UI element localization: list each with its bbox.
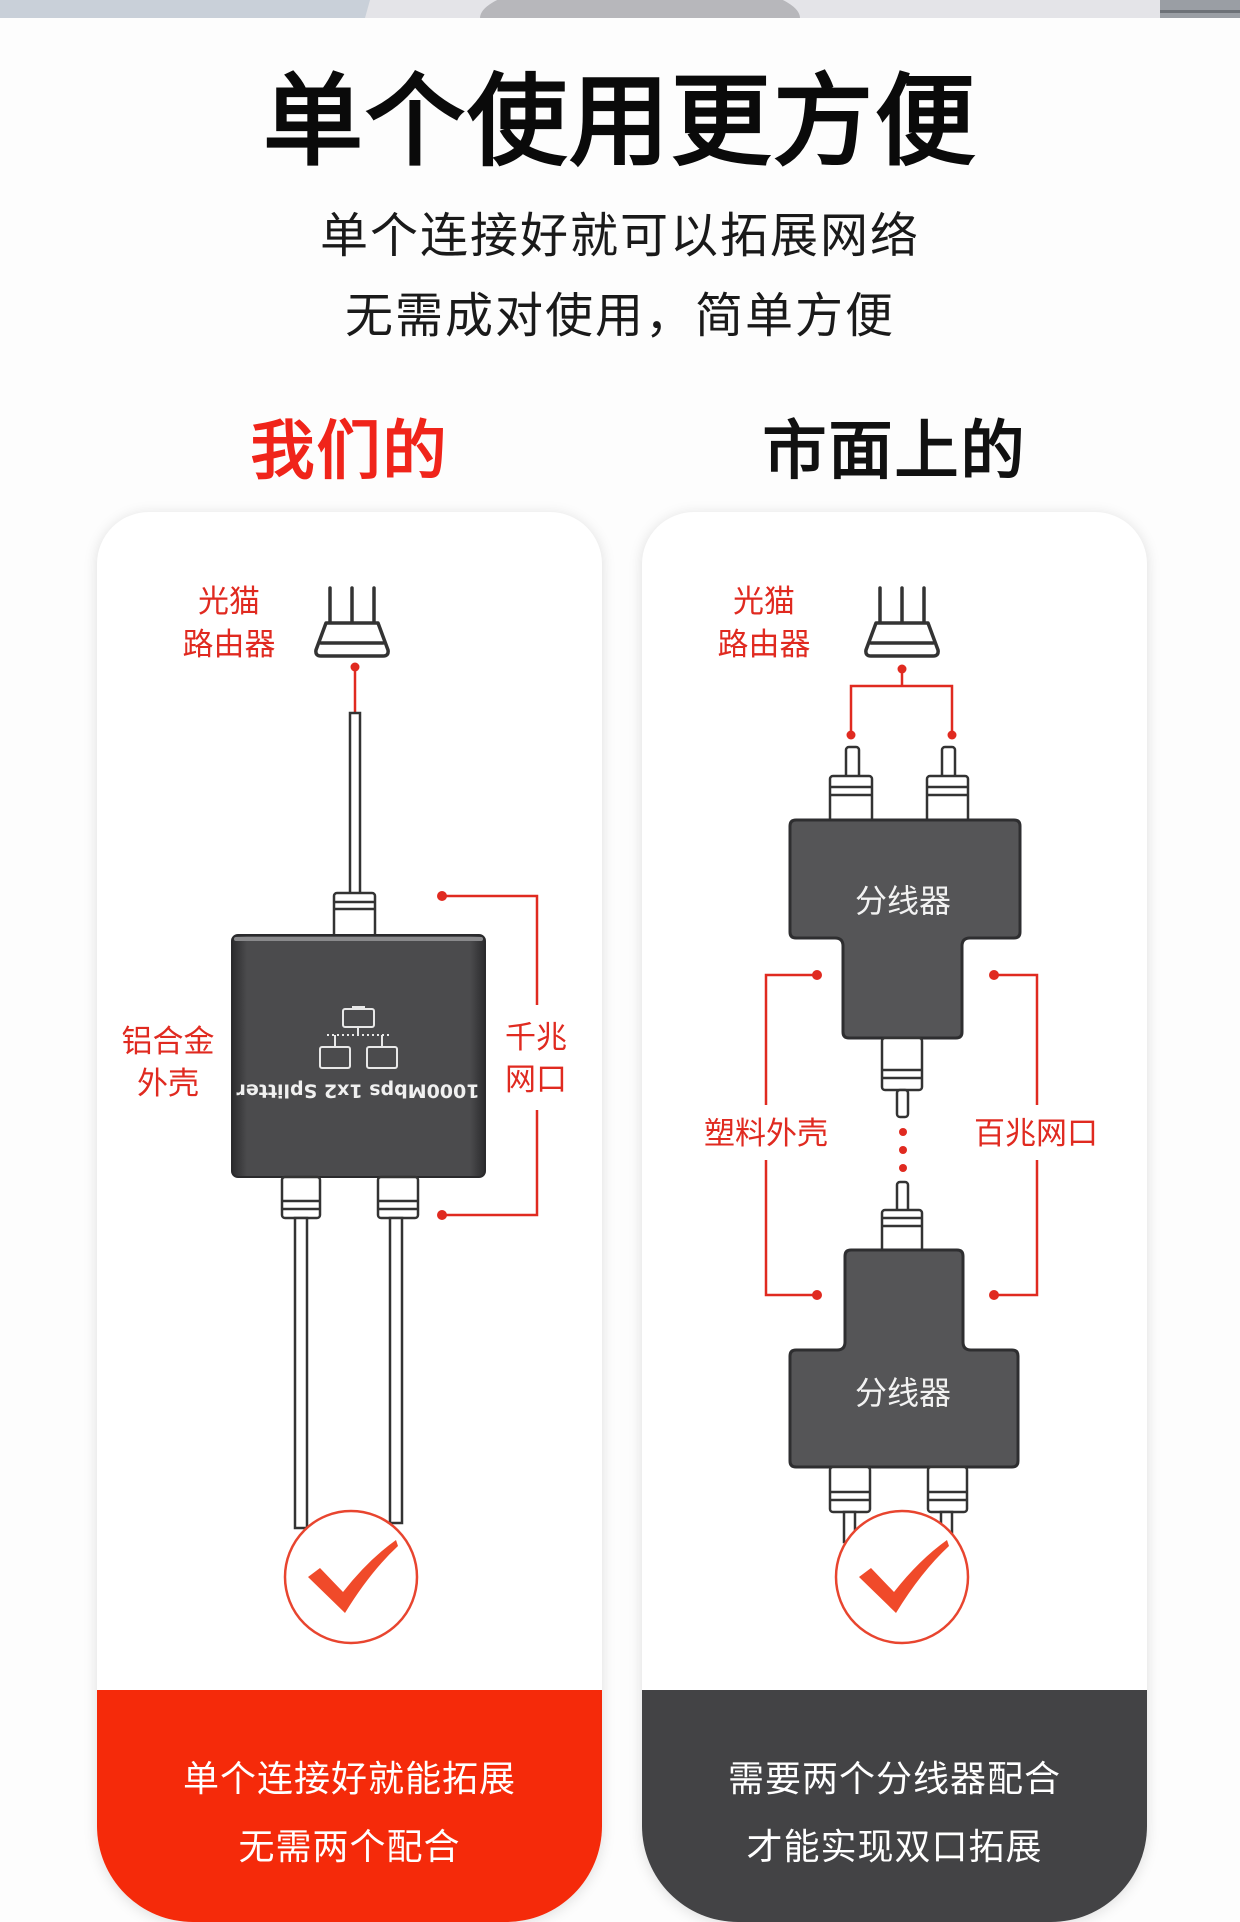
ours-output-cable-1 — [293, 1216, 309, 1530]
market-fork-dot-left — [846, 730, 856, 740]
market-splitter-2 — [788, 1248, 1020, 1469]
market-dotted-link — [899, 1128, 907, 1172]
market-mid-connector-upper — [880, 1036, 924, 1119]
ours-router-icon — [314, 586, 390, 658]
ours-bracket-dot-top — [437, 891, 447, 901]
market-footer: 需要两个分线器配合 才能实现双口拓展 — [642, 1690, 1147, 1922]
ours-output-connector-1 — [280, 1175, 322, 1220]
market-fork-line — [849, 669, 954, 735]
subtitle-line-2: 无需成对使用，简单方便 — [344, 288, 895, 344]
ours-input-connector — [332, 891, 377, 939]
ours-bracket-dot-bottom — [437, 1210, 447, 1220]
market-footer-line-1: 需要两个分线器配合 — [727, 1759, 1061, 1800]
ours-left-callout-line-2: 外壳 — [137, 1066, 199, 1102]
ours-right-callout-line-1: 千兆 — [505, 1020, 567, 1056]
market-left-dot-top — [812, 970, 822, 980]
market-right-bracket — [994, 973, 1039, 1297]
ours-output-connector-2 — [376, 1175, 420, 1220]
ours-input-cable — [348, 711, 362, 897]
market-router-label-line-1: 光猫 — [733, 584, 795, 620]
ours-footer-line-2: 无需两个配合 — [238, 1827, 461, 1868]
market-right-dot-bottom — [989, 1290, 999, 1300]
market-mid-connector-lower — [880, 1180, 924, 1254]
network-topology-icon — [319, 1006, 398, 1069]
ours-right-callout-line-2: 网口 — [505, 1062, 567, 1098]
subtitle-line-1: 单个连接好就可以拓展网络 — [319, 208, 920, 264]
ours-left-callout-line-1: 铝合金 — [122, 1024, 215, 1060]
market-left-dot-bottom — [812, 1290, 822, 1300]
market-footer-line-2: 才能实现双口拓展 — [746, 1827, 1043, 1868]
page-title: 单个使用更方便 — [263, 63, 977, 180]
market-plug-left — [828, 745, 874, 824]
ours-right-bracket — [442, 894, 539, 1217]
market-splitter-2-label: 分线器 — [855, 1374, 951, 1412]
market-splitter-1-label: 分线器 — [855, 882, 951, 920]
market-left-bracket — [764, 973, 817, 1297]
ours-output-cable-2 — [388, 1216, 404, 1525]
market-splitter-1 — [788, 818, 1022, 1040]
ours-router-label-line-1: 光猫 — [198, 584, 260, 620]
market-bottom-plug-left — [828, 1465, 872, 1544]
top-image-strip — [0, 0, 1240, 18]
ours-check-icon — [283, 1509, 419, 1645]
market-fork-dot-right — [947, 730, 957, 740]
market-heading: 市面上的 — [762, 415, 1027, 489]
market-left-callout: 塑料外壳 — [704, 1116, 828, 1152]
market-right-dot-top — [989, 970, 999, 980]
market-check-icon — [834, 1509, 970, 1645]
top-strip-graphic — [0, 0, 1240, 18]
ours-device-label: 1000Mbps 1x2 Splitter — [236, 1080, 480, 1102]
market-router-icon — [864, 586, 940, 658]
market-plug-right — [925, 745, 970, 824]
market-right-callout: 百兆网口 — [974, 1116, 1098, 1152]
ours-heading: 我们的 — [250, 415, 449, 489]
market-router-label-line-2: 路由器 — [718, 627, 811, 663]
ours-router-label-line-2: 路由器 — [183, 627, 276, 663]
ours-footer-line-1: 单个连接好就能拓展 — [182, 1759, 516, 1800]
ours-splitter-device — [231, 934, 486, 1178]
ours-footer: 单个连接好就能拓展 无需两个配合 — [97, 1690, 602, 1922]
market-fork-dot-top — [897, 664, 907, 674]
